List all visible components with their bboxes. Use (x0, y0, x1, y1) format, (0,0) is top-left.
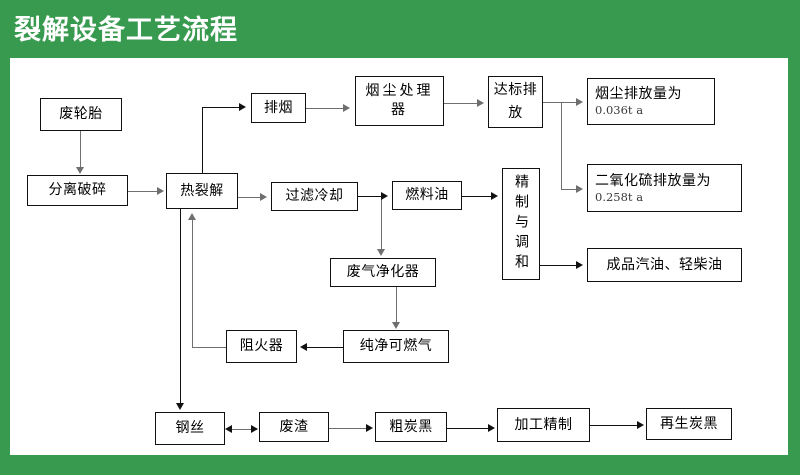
edge-arrester-up (192, 220, 194, 347)
arrowhead-filter-to-purifier (376, 249, 385, 256)
arrowhead-gas-to-arrester (300, 342, 307, 351)
flowchart-canvas: 废轮胎 分离破碎 热裂解 排烟 烟尘处理器 达标排放 烟尘排放量为 0.036t… (10, 58, 788, 455)
edge-cracking-to-wire (180, 209, 182, 405)
arrowhead-residue-to-wire (225, 424, 232, 433)
edge-refining-to-products (540, 264, 577, 266)
node-exhaust-purifier[interactable]: 废气净化器 (330, 258, 436, 287)
arrowhead-oil-to-refining (491, 191, 498, 200)
node-waste-tire[interactable]: 废轮胎 (40, 98, 122, 131)
node-crude-carbon-black[interactable]: 粗炭黑 (375, 412, 447, 442)
node-standard-emission[interactable]: 达标排放 (488, 76, 543, 128)
edge-wire-residue (228, 428, 257, 430)
dust-emission-value: 0.036t a (595, 103, 644, 117)
edge-filter-to-purifier (381, 195, 383, 251)
node-thermal-cracking[interactable]: 热裂解 (166, 173, 238, 209)
edge-processing-to-recycled (590, 424, 638, 426)
node-filter-cooling[interactable]: 过滤冷却 (271, 182, 358, 211)
edge-crude-to-processing (447, 427, 489, 429)
node-clean-combustible-gas[interactable]: 纯净可燃气 (343, 330, 449, 363)
edge-tire-to-crush (80, 131, 82, 168)
node-flame-arrester[interactable]: 阻火器 (226, 330, 297, 363)
node-steel-wire[interactable]: 钢丝 (155, 412, 225, 445)
edge-gas-to-arrester (307, 346, 343, 348)
arrowhead-crude-to-processing (488, 423, 495, 432)
node-flue-gas[interactable]: 排烟 (251, 93, 306, 123)
edge-residue-to-crude (329, 427, 367, 429)
node-dust-emission[interactable]: 烟尘排放量为 0.036t a (587, 78, 715, 125)
edge-standard-branch-horiz (561, 188, 577, 190)
arrowhead-crush-to-cracking (157, 186, 164, 195)
arrowhead-cracking-to-wire (175, 403, 184, 410)
arrowhead-wire-to-residue (251, 424, 258, 433)
edge-arrester-left (192, 346, 226, 348)
edge-flue-to-dust (306, 107, 344, 109)
edge-cracking-up (202, 107, 204, 173)
arrowhead-arrester-to-cracking (188, 213, 196, 220)
node-finished-products[interactable]: 成品汽油、轻柴油 (587, 248, 742, 282)
arrowhead-dust-to-standard (477, 98, 484, 107)
node-separation-crushing[interactable]: 分离破碎 (27, 175, 128, 206)
dust-emission-label: 烟尘排放量为 (595, 86, 682, 102)
arrowhead-cracking-to-flue (239, 103, 246, 111)
edge-cracking-to-filter (238, 196, 261, 198)
edge-filter-to-oil (358, 195, 382, 197)
edge-crush-to-cracking (128, 190, 158, 192)
edge-dust-to-standard (444, 102, 478, 104)
node-processing-refining[interactable]: 加工精制 (497, 408, 590, 442)
node-refining-blending[interactable]: 精制与调和 (502, 168, 540, 280)
arrowhead-processing-to-recycled (637, 420, 644, 429)
arrowhead-flue-to-dust (343, 103, 350, 112)
arrowhead-refining-to-products (576, 260, 583, 269)
node-so2-emission[interactable]: 二氧化硫排放量为 0.258t a (587, 164, 742, 212)
edge-purifier-to-gas (396, 287, 398, 323)
arrowhead-residue-to-crude (366, 423, 373, 432)
edge-standard-branch-vert (561, 101, 563, 190)
arrowhead-standard-to-dustemit (576, 97, 583, 106)
node-recycled-carbon-black[interactable]: 再生炭黑 (646, 408, 732, 440)
edge-cracking-to-flue (202, 107, 240, 109)
edge-standard-to-dustemit (543, 101, 577, 103)
edge-oil-to-refining (462, 195, 492, 197)
so2-emission-label: 二氧化硫排放量为 (595, 172, 711, 189)
arrowhead-filter-to-oil (381, 191, 388, 200)
arrowhead-standard-to-so2 (576, 184, 583, 193)
node-dust-treatment[interactable]: 烟尘处理器 (355, 76, 444, 126)
arrowhead-tire-to-crush (75, 167, 84, 174)
node-fuel-oil[interactable]: 燃料油 (392, 181, 462, 210)
arrowhead-purifier-to-gas (391, 322, 400, 329)
node-waste-residue[interactable]: 废渣 (259, 412, 329, 442)
page-title: 裂解设备工艺流程 (14, 15, 238, 46)
so2-emission-value: 0.258t a (595, 189, 644, 204)
arrowhead-cracking-to-filter (260, 192, 267, 201)
